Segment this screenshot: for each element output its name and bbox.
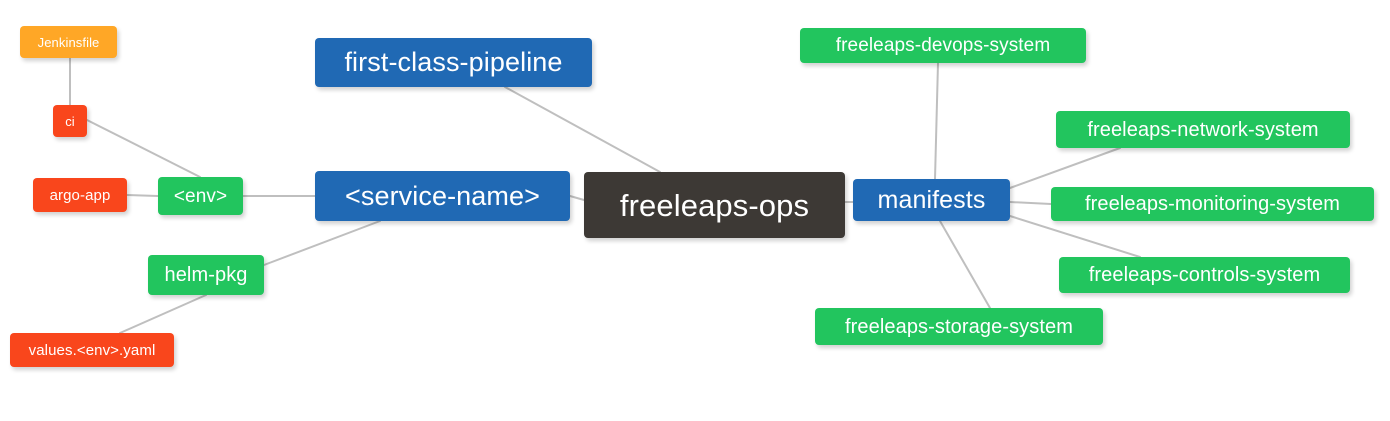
node-env[interactable]: <env> bbox=[158, 177, 243, 215]
node-argo-app[interactable]: argo-app bbox=[33, 178, 127, 212]
node-label-freeleaps-devops-system: freeleaps-devops-system bbox=[835, 35, 1051, 56]
node-ci[interactable]: ci bbox=[53, 105, 87, 137]
node-label-freeleaps-storage-system: freeleaps-storage-system bbox=[844, 315, 1074, 338]
node-freeleaps-monitoring-system[interactable]: freeleaps-monitoring-system bbox=[1051, 187, 1374, 221]
node-values-yaml[interactable]: values.<env>.yaml bbox=[10, 333, 174, 367]
node-helm-pkg[interactable]: helm-pkg bbox=[148, 255, 264, 295]
edge-e-ci-env bbox=[86, 119, 201, 178]
edge-e-manifests-storage bbox=[939, 220, 991, 309]
edge-e-manifests-devops bbox=[934, 62, 939, 180]
edge-e-manifests-monitor bbox=[1009, 201, 1052, 205]
node-label-argo-app: argo-app bbox=[49, 186, 111, 204]
node-freeleaps-devops-system[interactable]: freeleaps-devops-system bbox=[800, 28, 1086, 63]
node-label-helm-pkg: helm-pkg bbox=[164, 264, 248, 286]
node-label-freeleaps-monitoring-system: freeleaps-monitoring-system bbox=[1084, 193, 1340, 215]
node-freeleaps-network-system[interactable]: freeleaps-network-system bbox=[1056, 111, 1350, 148]
edge-e-servicename-ops bbox=[569, 195, 585, 201]
node-first-class-pipeline[interactable]: first-class-pipeline bbox=[315, 38, 592, 87]
edge-e-pipeline-ops bbox=[504, 86, 661, 173]
edge-e-helmpkg-servicename bbox=[263, 220, 381, 266]
edge-e-manifests-network bbox=[1009, 147, 1121, 189]
node-label-ci: ci bbox=[65, 113, 75, 129]
node-label-first-class-pipeline: first-class-pipeline bbox=[344, 47, 563, 77]
node-label-values-yaml: values.<env>.yaml bbox=[28, 341, 156, 359]
node-freeleaps-ops[interactable]: freeleaps-ops bbox=[584, 172, 845, 238]
edge-e-manifests-controls bbox=[1009, 215, 1141, 258]
edge-e-argoapp-env bbox=[126, 194, 159, 197]
edge-e-values-helmpkg bbox=[119, 294, 207, 334]
node-label-freeleaps-ops: freeleaps-ops bbox=[619, 187, 810, 223]
node-label-service-name: <service-name> bbox=[345, 180, 540, 211]
node-label-manifests: manifests bbox=[877, 185, 986, 214]
node-label-jenkinsfile: Jenkinsfile bbox=[37, 34, 100, 50]
node-label-env: <env> bbox=[173, 185, 228, 207]
node-label-freeleaps-network-system: freeleaps-network-system bbox=[1087, 118, 1319, 141]
node-manifests[interactable]: manifests bbox=[853, 179, 1010, 221]
node-freeleaps-storage-system[interactable]: freeleaps-storage-system bbox=[815, 308, 1103, 345]
node-jenkinsfile[interactable]: Jenkinsfile bbox=[20, 26, 117, 58]
node-service-name[interactable]: <service-name> bbox=[315, 171, 570, 221]
node-label-freeleaps-controls-system: freeleaps-controls-system bbox=[1088, 264, 1321, 286]
node-freeleaps-controls-system[interactable]: freeleaps-controls-system bbox=[1059, 257, 1350, 293]
